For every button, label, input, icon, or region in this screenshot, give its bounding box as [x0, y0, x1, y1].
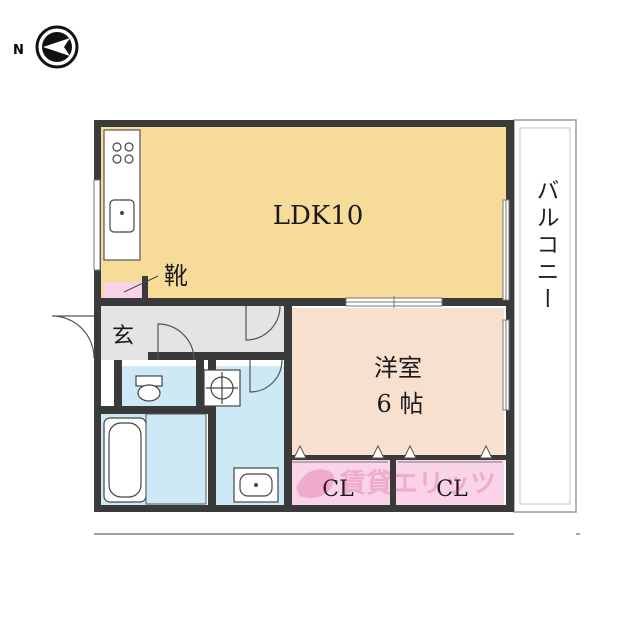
- closet-marks: [292, 444, 502, 463]
- compass-letter: N: [13, 43, 24, 58]
- wash-basin-icon: [233, 467, 279, 503]
- closet-2: [396, 458, 504, 506]
- closet-1: [290, 458, 390, 506]
- entrance-label: 玄: [112, 324, 134, 349]
- windows: [93, 179, 510, 411]
- ldk-room: [100, 126, 506, 300]
- walls: [94, 120, 514, 512]
- bathtub-icon: [103, 417, 147, 503]
- closet-2-label: CL: [436, 477, 468, 502]
- compass: N: [13, 25, 79, 69]
- watermark-logo-icon: [296, 469, 335, 498]
- washing-machine-icon: [203, 369, 241, 407]
- hallway: [148, 306, 284, 356]
- shoe-leader-line: [123, 275, 159, 293]
- western-room: [290, 308, 504, 458]
- balcony-label: バルコニー: [532, 179, 559, 314]
- western-label-line1: 洋室: [374, 354, 422, 382]
- stove-icon: [112, 142, 134, 164]
- toilet-icon: [135, 375, 163, 402]
- shoe-cabinet: [104, 282, 142, 302]
- toilet-room: [120, 366, 198, 408]
- doors: [51, 305, 283, 393]
- sink-icon: [109, 199, 135, 233]
- balcony: [513, 119, 577, 513]
- shoe-label: 靴: [164, 262, 188, 290]
- kitchen-counter: [103, 129, 141, 261]
- watermark-text: 賃貸エリッツ: [339, 468, 496, 499]
- entrance-area: [100, 306, 148, 360]
- ldk-label: LDK10: [273, 201, 364, 231]
- watermark: 賃貸エリッツ: [296, 468, 496, 499]
- balcony-text: バルコニー: [532, 179, 559, 314]
- western-label-line2: 6 帖: [377, 390, 424, 418]
- closet-1-label: CL: [322, 477, 354, 502]
- north-arrow-icon: [35, 25, 79, 69]
